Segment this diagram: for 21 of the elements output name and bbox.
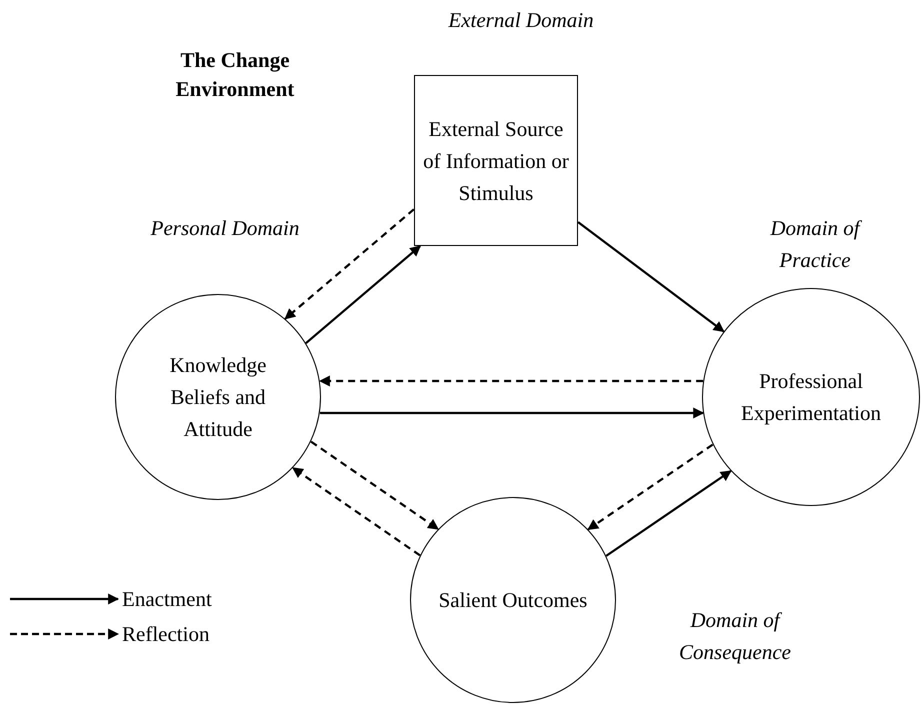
arrow xyxy=(587,444,714,530)
arrow xyxy=(606,470,732,557)
arrow xyxy=(305,245,422,344)
diagram-title: The Change Environment xyxy=(174,47,296,103)
legend-label: Reflection xyxy=(122,621,210,648)
source-box xyxy=(414,75,578,246)
node-label: Salient Outcomes xyxy=(438,587,588,614)
domain-label: Personal Domain xyxy=(150,215,300,242)
legend-label: Enactment xyxy=(122,586,212,613)
arrow xyxy=(310,440,439,530)
arrow xyxy=(320,408,704,418)
arrow xyxy=(318,376,704,386)
domain-label: Domain of Consequence xyxy=(678,607,792,666)
arrow xyxy=(292,467,421,556)
arrow xyxy=(284,208,415,320)
node-label: Professional Experimentation xyxy=(740,368,882,427)
arrow xyxy=(577,221,725,332)
domain-label: Domain of Practice xyxy=(769,215,863,274)
node-label: Knowledge Beliefs and Attitude xyxy=(168,352,268,443)
node-label: External Source of Information or Stimulus xyxy=(422,116,570,206)
domain-label: External Domain xyxy=(447,7,595,34)
